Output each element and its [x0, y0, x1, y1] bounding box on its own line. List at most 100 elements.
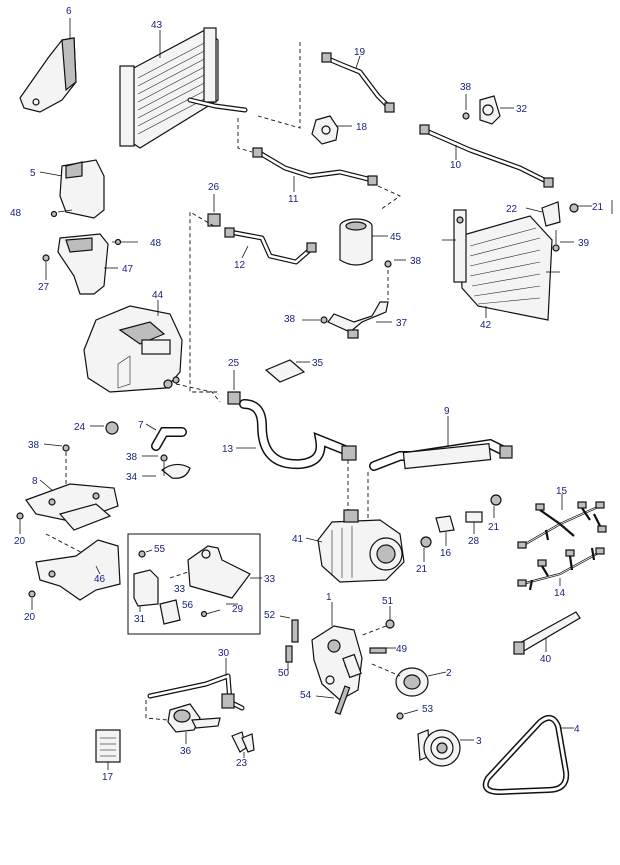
- callout-11: 11: [288, 194, 299, 205]
- part-49-bolt: [369, 647, 396, 654]
- callout-4: 4: [574, 724, 580, 735]
- callout-41: 41: [292, 534, 304, 545]
- callout-9: 9: [444, 406, 450, 417]
- part-28-switch: [465, 511, 483, 534]
- part-36-actuator: [145, 700, 221, 744]
- part-5-duct-cover: [39, 159, 105, 219]
- callout-3: 3: [476, 736, 482, 747]
- callout-27: 27: [38, 282, 50, 293]
- part-21-nut-upper: [490, 494, 502, 518]
- callout-15: 15: [556, 486, 568, 497]
- callout-38: 38: [460, 82, 472, 93]
- callout-16: 16: [440, 548, 452, 559]
- callout-12: 12: [234, 260, 246, 271]
- callout-43: 43: [151, 20, 163, 31]
- part-45-receiver-drier: [339, 218, 388, 266]
- part-24-nut: [90, 421, 119, 435]
- callout-42: 42: [480, 320, 492, 331]
- callout-28: 28: [468, 536, 480, 547]
- callout-34: 34: [126, 472, 138, 483]
- callout-50: 50: [278, 668, 290, 679]
- part-22-bracket: [525, 200, 613, 252]
- callout-38: 38: [28, 440, 40, 451]
- part-16-sensor: [435, 515, 455, 546]
- callout-labels: 6 43 19 38 32 18 10 5 26 11 21 22 48 45 …: [10, 6, 604, 783]
- callout-44: 44: [152, 290, 164, 301]
- part-52-bolt: [279, 615, 299, 643]
- part-10-pipe: [419, 124, 554, 188]
- part-13-hose: [236, 399, 357, 470]
- relay-module-inset: [127, 533, 262, 635]
- callout-10: 10: [450, 160, 462, 171]
- callout-32: 32: [516, 104, 528, 115]
- part-18-clamp: [311, 115, 352, 145]
- callout-54: 54: [300, 690, 312, 701]
- callout-45: 45: [390, 232, 402, 243]
- callout-6: 6: [66, 6, 72, 17]
- callout-38: 38: [126, 452, 138, 463]
- callout-17: 17: [102, 772, 114, 783]
- callout-25: 25: [228, 358, 240, 369]
- callout-5: 5: [30, 168, 36, 179]
- part-19-pipe: [321, 52, 395, 113]
- callout-33: 33: [264, 574, 276, 585]
- callout-33: 33: [174, 584, 186, 595]
- callout-37: 37: [396, 318, 408, 329]
- callout-39: 39: [578, 238, 590, 249]
- callout-40: 40: [540, 654, 552, 665]
- callout-36: 36: [180, 746, 192, 757]
- part-50-bolt: [285, 645, 293, 670]
- part-23-clip: [231, 731, 255, 758]
- part-46-bracket: [28, 539, 121, 610]
- part-51-bolt: [359, 606, 395, 637]
- part-34-clamp: [142, 454, 191, 479]
- part-3-pulley: [396, 709, 474, 767]
- callout-38: 38: [410, 256, 422, 267]
- callout-20: 20: [24, 612, 36, 623]
- callout-21: 21: [416, 564, 428, 575]
- callout-53: 53: [422, 704, 434, 715]
- part-54-bolt: [315, 685, 351, 715]
- part-1-compressor-bracket: [311, 602, 363, 701]
- callout-20: 20: [14, 536, 26, 547]
- part-8-bracket: [16, 443, 119, 534]
- callout-26: 26: [208, 182, 220, 193]
- callout-30: 30: [218, 648, 230, 659]
- part-35-label: [264, 359, 310, 383]
- part-15-wiring-harness: [517, 494, 607, 549]
- callout-13: 13: [222, 444, 234, 455]
- callout-38: 38: [284, 314, 296, 325]
- callout-24: 24: [74, 422, 86, 433]
- callout-55: 55: [154, 544, 166, 555]
- part-2-idler-pulley: [371, 663, 447, 697]
- part-47-duct: [42, 233, 138, 295]
- callout-47: 47: [122, 264, 134, 275]
- callout-51: 51: [382, 596, 394, 607]
- callout-8: 8: [32, 476, 38, 487]
- callout-49: 49: [396, 644, 408, 655]
- callout-52: 52: [264, 610, 276, 621]
- part-32-bracket: [462, 94, 514, 125]
- part-37-bracket: [302, 259, 406, 339]
- callout-46: 46: [94, 574, 106, 585]
- part-44-ac-unit-housing: [83, 300, 183, 393]
- part-9-hose: [369, 416, 513, 471]
- callout-31: 31: [134, 614, 146, 625]
- callout-14: 14: [554, 588, 566, 599]
- callout-56: 56: [182, 600, 194, 611]
- callout-35: 35: [312, 358, 324, 369]
- callout-48: 48: [10, 208, 22, 219]
- part-42-evaporator: [453, 209, 553, 321]
- callout-1: 1: [326, 592, 332, 603]
- callout-7: 7: [138, 420, 144, 431]
- part-21-nut-lower: [420, 536, 432, 562]
- part-43-condenser: [119, 27, 248, 149]
- part-6-deflector: [19, 18, 77, 113]
- callout-21: 21: [488, 522, 500, 533]
- callout-23: 23: [236, 758, 248, 769]
- callout-21: 21: [592, 202, 604, 213]
- part-11-pipe: [252, 147, 378, 192]
- part-26-fitting: [207, 194, 221, 227]
- callout-29: 29: [232, 604, 244, 615]
